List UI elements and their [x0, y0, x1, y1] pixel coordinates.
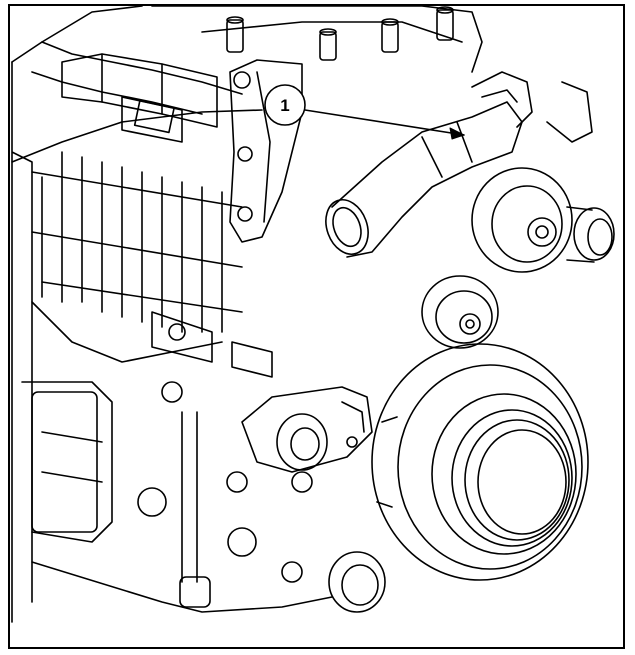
coolant-outlet-housing — [325, 71, 533, 258]
cylinder-head — [151, 6, 483, 73]
callout-circle — [264, 84, 306, 126]
lower-idler — [328, 551, 386, 613]
sensor-housing — [241, 386, 373, 473]
engine-illustration: 1 — [11, 6, 615, 623]
engine-block — [11, 6, 333, 623]
diagram-frame: 1 — [8, 4, 625, 649]
idler-pulley — [421, 275, 499, 349]
mount-bracket — [229, 59, 303, 243]
callout-arrowhead — [449, 127, 465, 140]
upper-pulley — [471, 81, 615, 273]
head-stud — [226, 6, 454, 61]
callout-leader-line — [304, 109, 465, 136]
callout-label: 1 — [280, 96, 289, 115]
callout-1: 1 — [264, 84, 465, 140]
crankshaft-pulley — [371, 343, 589, 581]
